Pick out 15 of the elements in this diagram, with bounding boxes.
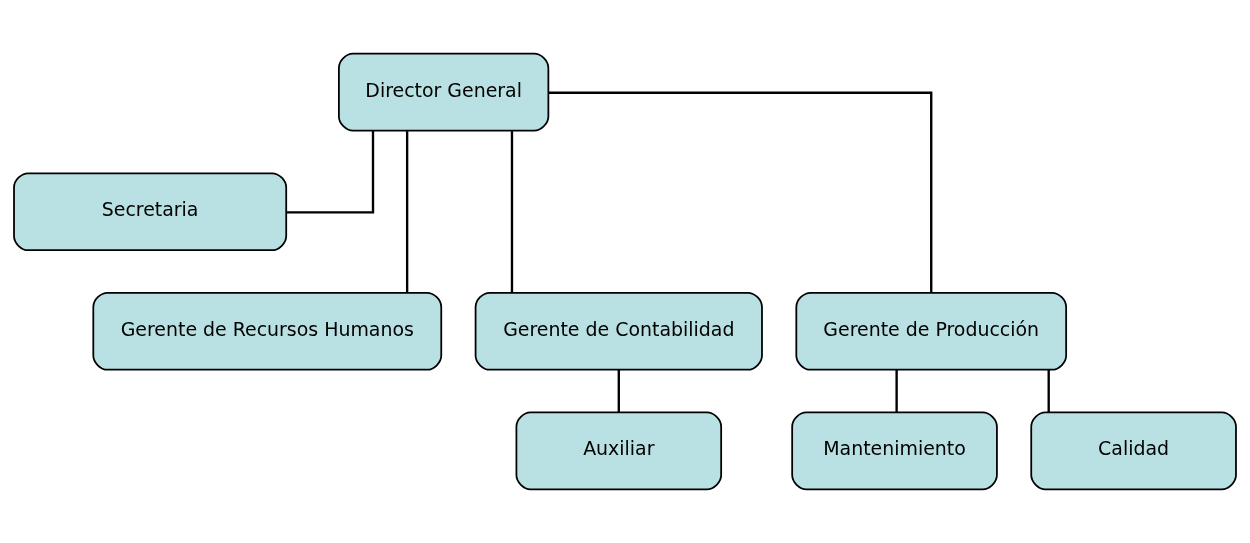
connector bbox=[286, 130, 375, 214]
connector bbox=[548, 91, 933, 293]
connector bbox=[895, 369, 898, 412]
node-box: Director General bbox=[338, 52, 550, 132]
node-box: Auxiliar bbox=[515, 411, 723, 491]
node-box: Secretaria bbox=[13, 172, 288, 252]
node-box: Gerente de Producción bbox=[795, 291, 1068, 371]
connector bbox=[510, 131, 514, 293]
node-box: Calidad bbox=[1030, 411, 1237, 491]
connector bbox=[617, 369, 620, 412]
node-box: Mantenimiento bbox=[791, 411, 998, 491]
connector bbox=[1047, 369, 1050, 412]
node-box: Gerente de Contabilidad bbox=[474, 291, 763, 371]
node-box: Gerente de Recursos Humanos bbox=[92, 291, 443, 371]
connector bbox=[405, 131, 409, 293]
